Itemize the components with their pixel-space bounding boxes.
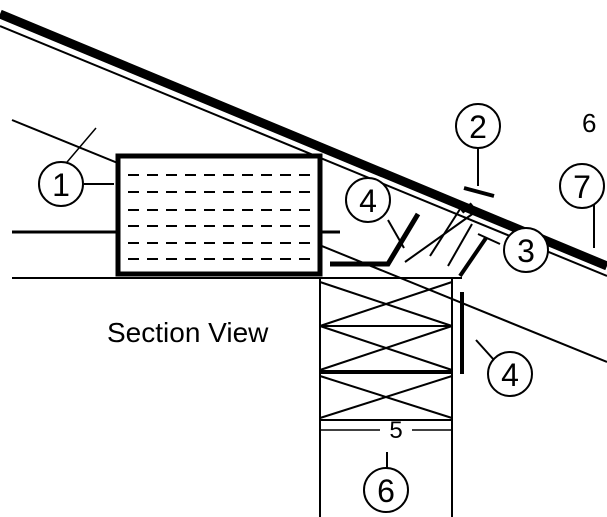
leader-lines bbox=[61, 127, 595, 474]
callout-6-label: 6 bbox=[377, 473, 395, 509]
callout-2: 2 bbox=[455, 103, 501, 149]
vent-piece-a bbox=[429, 205, 463, 257]
fastener-head bbox=[463, 186, 495, 198]
vent-piece-c bbox=[447, 223, 473, 267]
vent-piece-d bbox=[458, 236, 488, 278]
dimension-label: 5 bbox=[389, 417, 402, 444]
baffle-bend bbox=[330, 212, 421, 267]
insulation-block bbox=[115, 153, 323, 277]
section-view-caption: Section View bbox=[107, 317, 269, 348]
baffle-diagonal bbox=[404, 209, 479, 263]
callout-4-lower: 4 bbox=[487, 351, 533, 397]
roof-deck bbox=[0, 9, 607, 277]
callout-4-upper-label: 4 bbox=[359, 183, 377, 219]
callout-4-upper: 4 bbox=[345, 177, 391, 223]
loose-number-label: 6 bbox=[582, 108, 596, 138]
vent-piece-b bbox=[460, 202, 474, 214]
callout-1: 1 bbox=[38, 161, 84, 207]
callout-3-label: 3 bbox=[517, 233, 535, 269]
callout-7-label: 7 bbox=[573, 169, 591, 205]
callout-6: 6 bbox=[363, 467, 409, 513]
callout-4-lower-label: 4 bbox=[501, 357, 519, 393]
callout-1-label: 1 bbox=[52, 167, 70, 203]
callout-2-label: 2 bbox=[469, 109, 487, 145]
callout-3: 3 bbox=[503, 227, 549, 273]
callout-7: 7 bbox=[559, 163, 605, 209]
wall-plates bbox=[319, 278, 453, 517]
